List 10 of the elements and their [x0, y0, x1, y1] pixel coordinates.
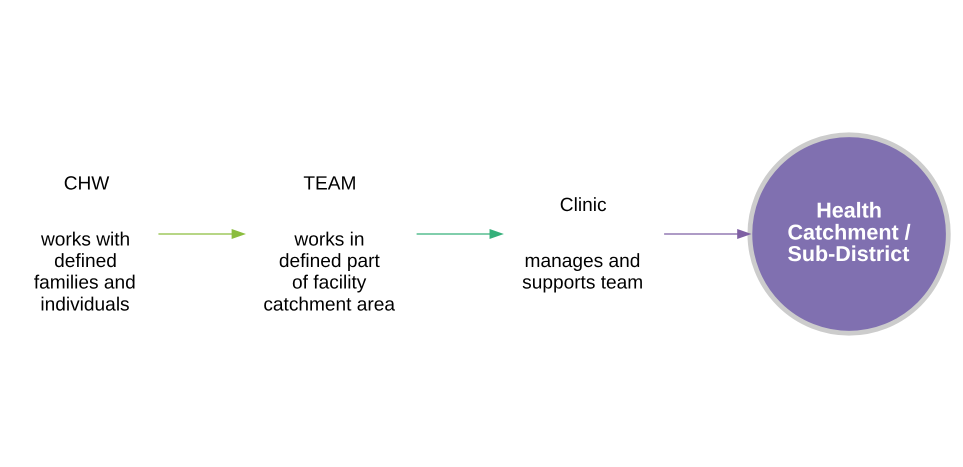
node-circle: Health Catchment / Sub-District: [747, 132, 951, 336]
arrow: [664, 228, 752, 239]
arrow: [158, 228, 246, 239]
node-text: CHW: [64, 173, 110, 194]
arrow: [416, 228, 504, 239]
node-label: manages and supports team: [522, 250, 644, 294]
node-text: TEAM: [303, 173, 356, 194]
node-label: works in defined part of facility catchment area: [263, 229, 396, 315]
node-label: works with defined families and individuals: [34, 229, 136, 315]
node-text: Clinic: [560, 194, 607, 216]
